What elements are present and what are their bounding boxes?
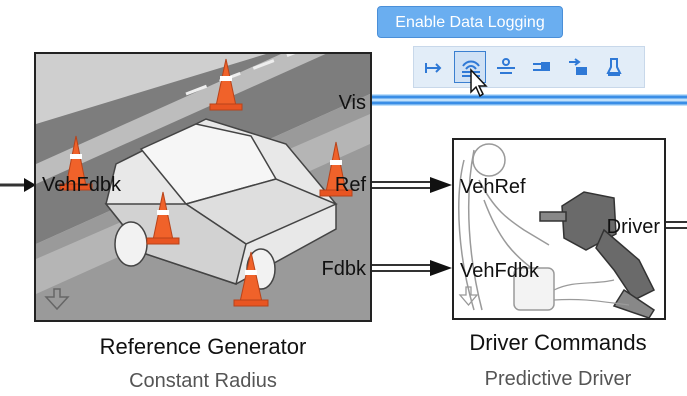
mouse-pointer-icon <box>470 68 488 98</box>
create-bus-icon <box>533 62 550 71</box>
variant-arrow-icon <box>44 288 70 311</box>
viewer-button[interactable] <box>598 51 630 83</box>
reference-generator-variant: Constant Radius <box>129 370 277 392</box>
traffic-cone-icons <box>59 58 353 307</box>
viewer-icon <box>606 58 622 76</box>
driver-commands-variant: Predictive Driver <box>484 368 632 390</box>
driver-commands-block[interactable]: VehRef VehFdbk Driver <box>452 138 666 320</box>
port-label-vis: Vis <box>338 92 366 114</box>
port-label-driver-out: Driver <box>606 216 660 238</box>
reference-generator-artwork <box>36 54 370 320</box>
port-label-ref: Ref <box>334 174 366 196</box>
signal-tap-button[interactable] <box>490 51 522 83</box>
car-illustration <box>104 118 338 290</box>
add-to-subsystem-button[interactable] <box>562 51 594 83</box>
port-label-vehfdbk-in: VehFdbk <box>42 174 121 196</box>
port-label-vehfdbk-driver-in: VehFdbk <box>460 260 539 282</box>
signal-actions-toolbar <box>413 46 645 88</box>
reference-generator-block[interactable]: VehFdbk Vis Ref Fdbk <box>34 52 372 322</box>
port-label-fdbk: Fdbk <box>321 258 366 280</box>
driver-commands-name: Driver Commands <box>469 330 647 355</box>
create-bus-button[interactable] <box>526 51 558 83</box>
signal-tap-icon <box>497 58 515 74</box>
reference-generator-name: Reference Generator <box>99 334 307 359</box>
signal-label-button[interactable] <box>418 51 450 83</box>
enable-data-logging-tooltip: Enable Data Logging <box>377 6 563 38</box>
add-to-subsystem-icon <box>569 58 587 75</box>
port-label-vehref: VehRef <box>460 176 526 198</box>
fdbk-signal-line[interactable] <box>372 260 452 276</box>
ref-signal-line[interactable] <box>372 177 452 193</box>
driver-output-line[interactable] <box>666 221 687 229</box>
signal-label-icon <box>425 63 442 73</box>
enable-data-logging-button[interactable] <box>454 51 486 83</box>
driver-artwork <box>458 143 656 318</box>
vehfdbk-input-arrow <box>24 178 36 192</box>
